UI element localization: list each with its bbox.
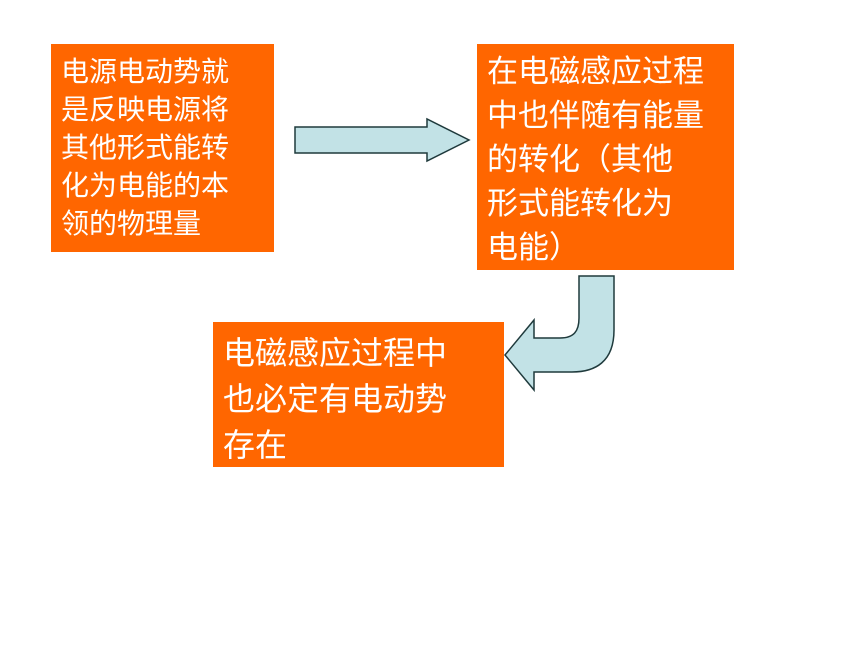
concept-box-right: 在电磁感应过程 中也伴随有能量 的转化（其他 形式能转化为 电能） (477, 44, 734, 270)
right-arrow-icon (294, 117, 471, 163)
concept-box-bottom: 电磁感应过程中 也必定有电动势 存在 (213, 322, 504, 467)
curved-arrow-icon (504, 275, 615, 393)
concept-box-left: 电源电动势就 是反映电源将 其他形式能转 化为电能的本 领的物理量 (51, 44, 274, 252)
